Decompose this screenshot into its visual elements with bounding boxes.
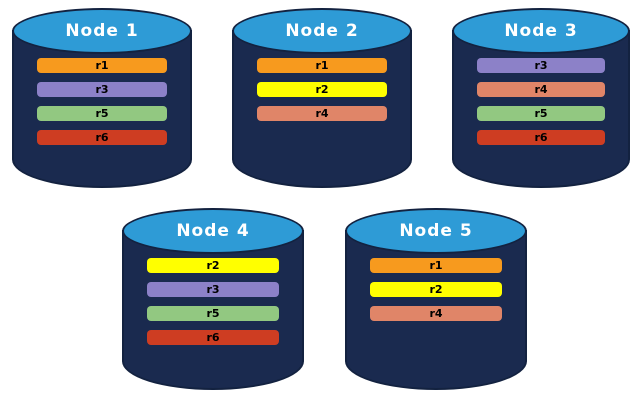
replica-bar[interactable]: r4 bbox=[257, 106, 387, 121]
replica-bar[interactable]: r1 bbox=[370, 258, 502, 273]
replica-bar[interactable]: r2 bbox=[370, 282, 502, 297]
replica-bar[interactable]: r4 bbox=[370, 306, 502, 321]
database-node-3[interactable]: r3 r4 r5 r6 Node 3 bbox=[452, 8, 630, 188]
replica-bar[interactable]: r6 bbox=[37, 130, 167, 145]
replica-bar[interactable]: r5 bbox=[37, 106, 167, 121]
replica-bar-list: r3 r4 r5 r6 bbox=[452, 58, 630, 145]
database-node-5[interactable]: r1 r2 r4 Node 5 bbox=[345, 208, 527, 390]
replica-bar[interactable]: r5 bbox=[476, 106, 606, 121]
replica-bar[interactable]: r2 bbox=[257, 82, 387, 97]
database-node-2[interactable]: r1 r2 r4 Node 2 bbox=[232, 8, 412, 188]
replica-bar-list: r1 r3 r5 r6 bbox=[12, 58, 192, 145]
cylinder-top-cap: Node 5 bbox=[345, 208, 527, 254]
node-label: Node 5 bbox=[399, 221, 473, 241]
cylinder-top-cap: Node 2 bbox=[232, 8, 412, 54]
replica-bar-list: r1 r2 r4 bbox=[345, 258, 527, 321]
replica-bar-list: r2 r3 r5 r6 bbox=[122, 258, 304, 345]
replica-bar[interactable]: r3 bbox=[37, 82, 167, 97]
cylinder-top-cap: Node 3 bbox=[452, 8, 630, 54]
node-label: Node 3 bbox=[504, 21, 578, 41]
cylinder-top-cap: Node 4 bbox=[122, 208, 304, 254]
replica-bar[interactable]: r5 bbox=[147, 306, 279, 321]
node-label: Node 4 bbox=[176, 221, 250, 241]
replica-bar[interactable]: r1 bbox=[257, 58, 387, 73]
replica-bar[interactable]: r6 bbox=[476, 130, 606, 145]
replica-bar[interactable]: r3 bbox=[147, 282, 279, 297]
replica-bar[interactable]: r4 bbox=[476, 82, 606, 97]
cylinder-top-cap: Node 1 bbox=[12, 8, 192, 54]
replica-bar[interactable]: r2 bbox=[147, 258, 279, 273]
node-label: Node 1 bbox=[65, 21, 139, 41]
replica-bar[interactable]: r6 bbox=[147, 330, 279, 345]
database-node-1[interactable]: r1 r3 r5 r6 Node 1 bbox=[12, 8, 192, 188]
database-node-4[interactable]: r2 r3 r5 r6 Node 4 bbox=[122, 208, 304, 390]
replica-bar[interactable]: r3 bbox=[476, 58, 606, 73]
node-label: Node 2 bbox=[285, 21, 359, 41]
replica-bar-list: r1 r2 r4 bbox=[232, 58, 412, 121]
replica-bar[interactable]: r1 bbox=[37, 58, 167, 73]
